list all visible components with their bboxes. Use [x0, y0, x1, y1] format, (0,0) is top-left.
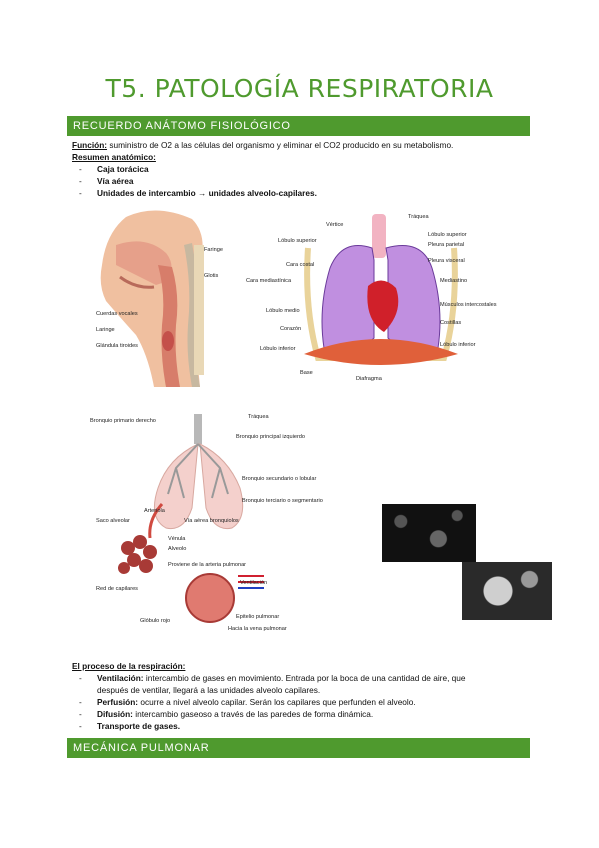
label-ventilacion: Ventilación	[240, 580, 267, 586]
label-arteriola: Arteriola	[144, 508, 166, 514]
micrograph-alveoli	[382, 504, 476, 562]
label-alveolo: Alveolo	[168, 546, 186, 552]
label-traquea-2: Tráquea	[248, 414, 270, 420]
label-venula: Vénula	[168, 536, 186, 542]
thorax-lungs-figure: Vértice Lóbulo superior Cara costal Cara…	[246, 214, 497, 382]
label-base: Base	[300, 370, 313, 376]
label-red-capilares: Red de capilares	[96, 586, 138, 592]
label-cara-costal: Cara costal	[286, 262, 314, 268]
head-airway-figure: Faringe Glotis Cuerdas vocales Laringe G…	[96, 210, 223, 387]
label-cuerdas: Cuerdas vocales	[96, 311, 138, 317]
label-arteria-pulmonar: Proviene de la arteria pulmonar	[168, 562, 246, 568]
label-tiroides: Glándula tiroides	[96, 343, 138, 349]
bronchial-tree-figure: Bronquio primario derecho Saco alveolar …	[90, 414, 323, 632]
label-corazon: Corazón	[280, 326, 301, 332]
label-musculos: Músculos intercostales	[440, 302, 497, 308]
label-cara-mediastinica: Cara mediastínica	[246, 278, 292, 284]
label-laringe: Laringe	[96, 327, 115, 333]
label-bronquio-primario: Bronquio primario derecho	[90, 418, 156, 424]
label-epitelio: Epitelio pulmonar	[236, 614, 279, 620]
label-lobulo-superior-l: Lóbulo superior	[278, 238, 317, 244]
function-text: suministro de O2 a las células del organ…	[107, 140, 454, 150]
respiration-label: El proceso de la respiración:	[72, 661, 186, 671]
label-vena-pulmonar: Hacia la vena pulmonar	[228, 626, 287, 632]
label-costillas: Costillas	[440, 320, 461, 326]
label-diafragma: Diafragma	[356, 376, 383, 382]
section-heading-mecanica: MECÁNICA PULMONAR	[67, 738, 530, 758]
label-mediastino: Mediastino	[440, 278, 467, 284]
label-via-aerea: Vía aérea bronquiolos	[184, 518, 239, 524]
label-faringe: Faringe	[204, 247, 223, 253]
label-lobulo-inferior-r: Lóbulo inferior	[440, 342, 476, 348]
label-lobulo-inferior-l: Lóbulo inferior	[260, 346, 296, 352]
label-bronquio-principal: Bronquio principal izquierdo	[236, 434, 305, 440]
function-label: Función:	[72, 140, 108, 150]
label-saco-alveolar: Saco alveolar	[96, 518, 130, 524]
label-vertice: Vértice	[326, 222, 343, 228]
label-bronquio-terciario: Bronquio terciario o segmentario	[242, 498, 323, 504]
label-lobulo-medio: Lóbulo medio	[266, 308, 300, 314]
label-glotis: Glotis	[204, 273, 219, 279]
page-title: T5. PATOLOGÍA RESPIRATORIA	[105, 74, 494, 103]
summary-label: Resumen anatómico:	[72, 152, 156, 162]
label-bronquio-secundario: Bronquio secundario o lobular	[242, 476, 316, 482]
label-pleura-visceral: Pleura visceral	[428, 258, 465, 264]
function-paragraph: Función: suministro de O2 a las células …	[72, 139, 453, 151]
label-lobulo-superior-r: Lóbulo superior	[428, 232, 467, 238]
label-pleura-parietal: Pleura parietal	[428, 242, 464, 248]
label-globulo-rojo: Glóbulo rojo	[140, 618, 170, 624]
label-traquea: Tráquea	[408, 214, 430, 220]
section-heading-recuerdo: RECUERDO ANÁTOMO FISIOLÓGICO	[67, 116, 530, 136]
micrograph-capillary	[462, 562, 552, 620]
